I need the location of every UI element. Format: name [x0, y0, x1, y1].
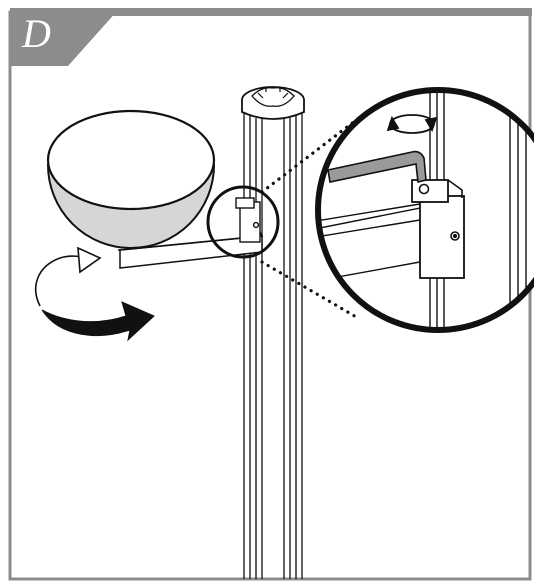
hex-key-icon: [327, 150, 427, 183]
rotate-arrows-icon: [386, 114, 438, 134]
rotate-arrow-icon: [35, 246, 155, 342]
pole: [243, 112, 303, 579]
detail-magnified: [315, 87, 534, 333]
basin: [46, 109, 216, 249]
leader-lines: [260, 112, 366, 320]
step-label: D: [22, 11, 51, 56]
step-badge: [10, 10, 118, 66]
arm-clamp: [235, 197, 261, 243]
detail-callout-small: [206, 185, 280, 259]
pole-cap: [241, 86, 305, 120]
